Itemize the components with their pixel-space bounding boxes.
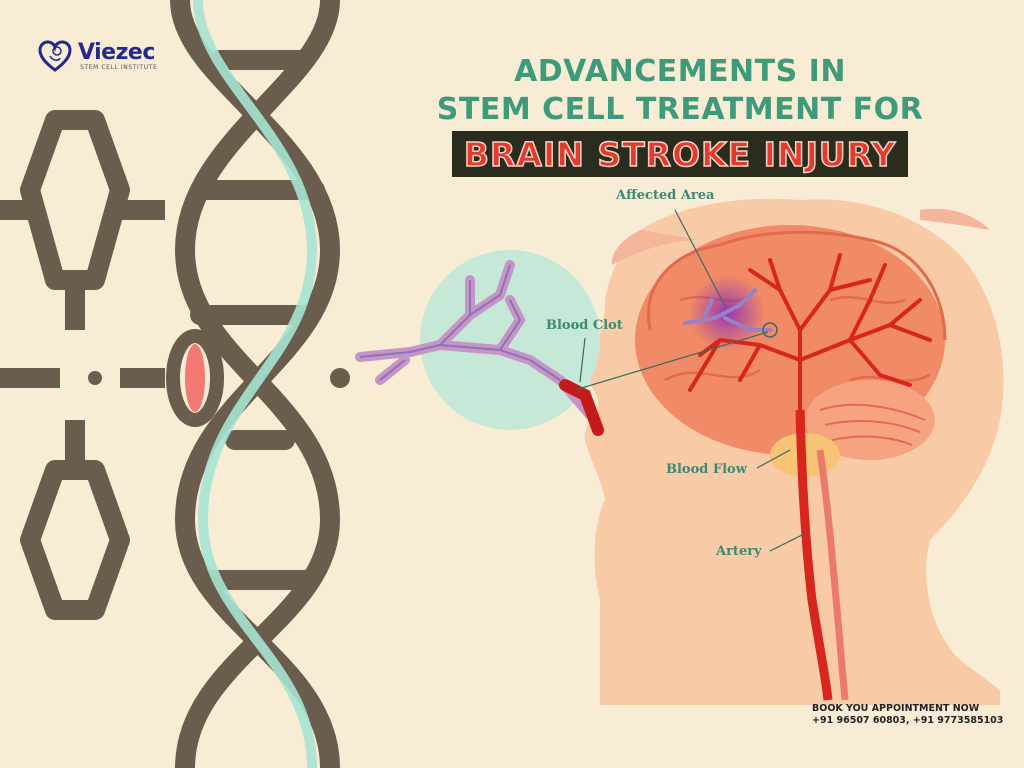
- hexagon-molecule: [0, 110, 165, 620]
- label-affected-area: Affected Area: [616, 188, 715, 203]
- headline-banner-text: BRAIN STROKE INJURY: [463, 134, 897, 175]
- brand-logo[interactable]: Viezec STEM CELL INSTITUTE: [38, 40, 157, 72]
- appointment-cta[interactable]: BOOK YOU APPOINTMENT NOW +91 96507 60803…: [812, 703, 1003, 727]
- headline-line-2: STEM CELL TREATMENT FOR: [436, 92, 924, 127]
- dna-helix: [166, 0, 341, 768]
- headline-banner: BRAIN STROKE INJURY: [452, 131, 908, 177]
- cta-phone-numbers[interactable]: +91 96507 60803, +91 9773585103: [812, 715, 1004, 726]
- label-blood-clot: Blood Clot: [546, 318, 623, 333]
- headline-line-1: ADVANCEMENTS IN: [514, 54, 846, 89]
- label-artery: Artery: [716, 544, 762, 559]
- brand-name: Viezec: [78, 39, 155, 65]
- blood-vessel-zoom: [355, 250, 769, 436]
- cta-heading: BOOK YOU APPOINTMENT NOW: [812, 703, 980, 714]
- heart-baby-icon: [38, 40, 72, 72]
- label-blood-flow: Blood Flow: [666, 462, 747, 477]
- brand-subtitle: STEM CELL INSTITUTE: [80, 63, 158, 71]
- artery: [770, 409, 849, 701]
